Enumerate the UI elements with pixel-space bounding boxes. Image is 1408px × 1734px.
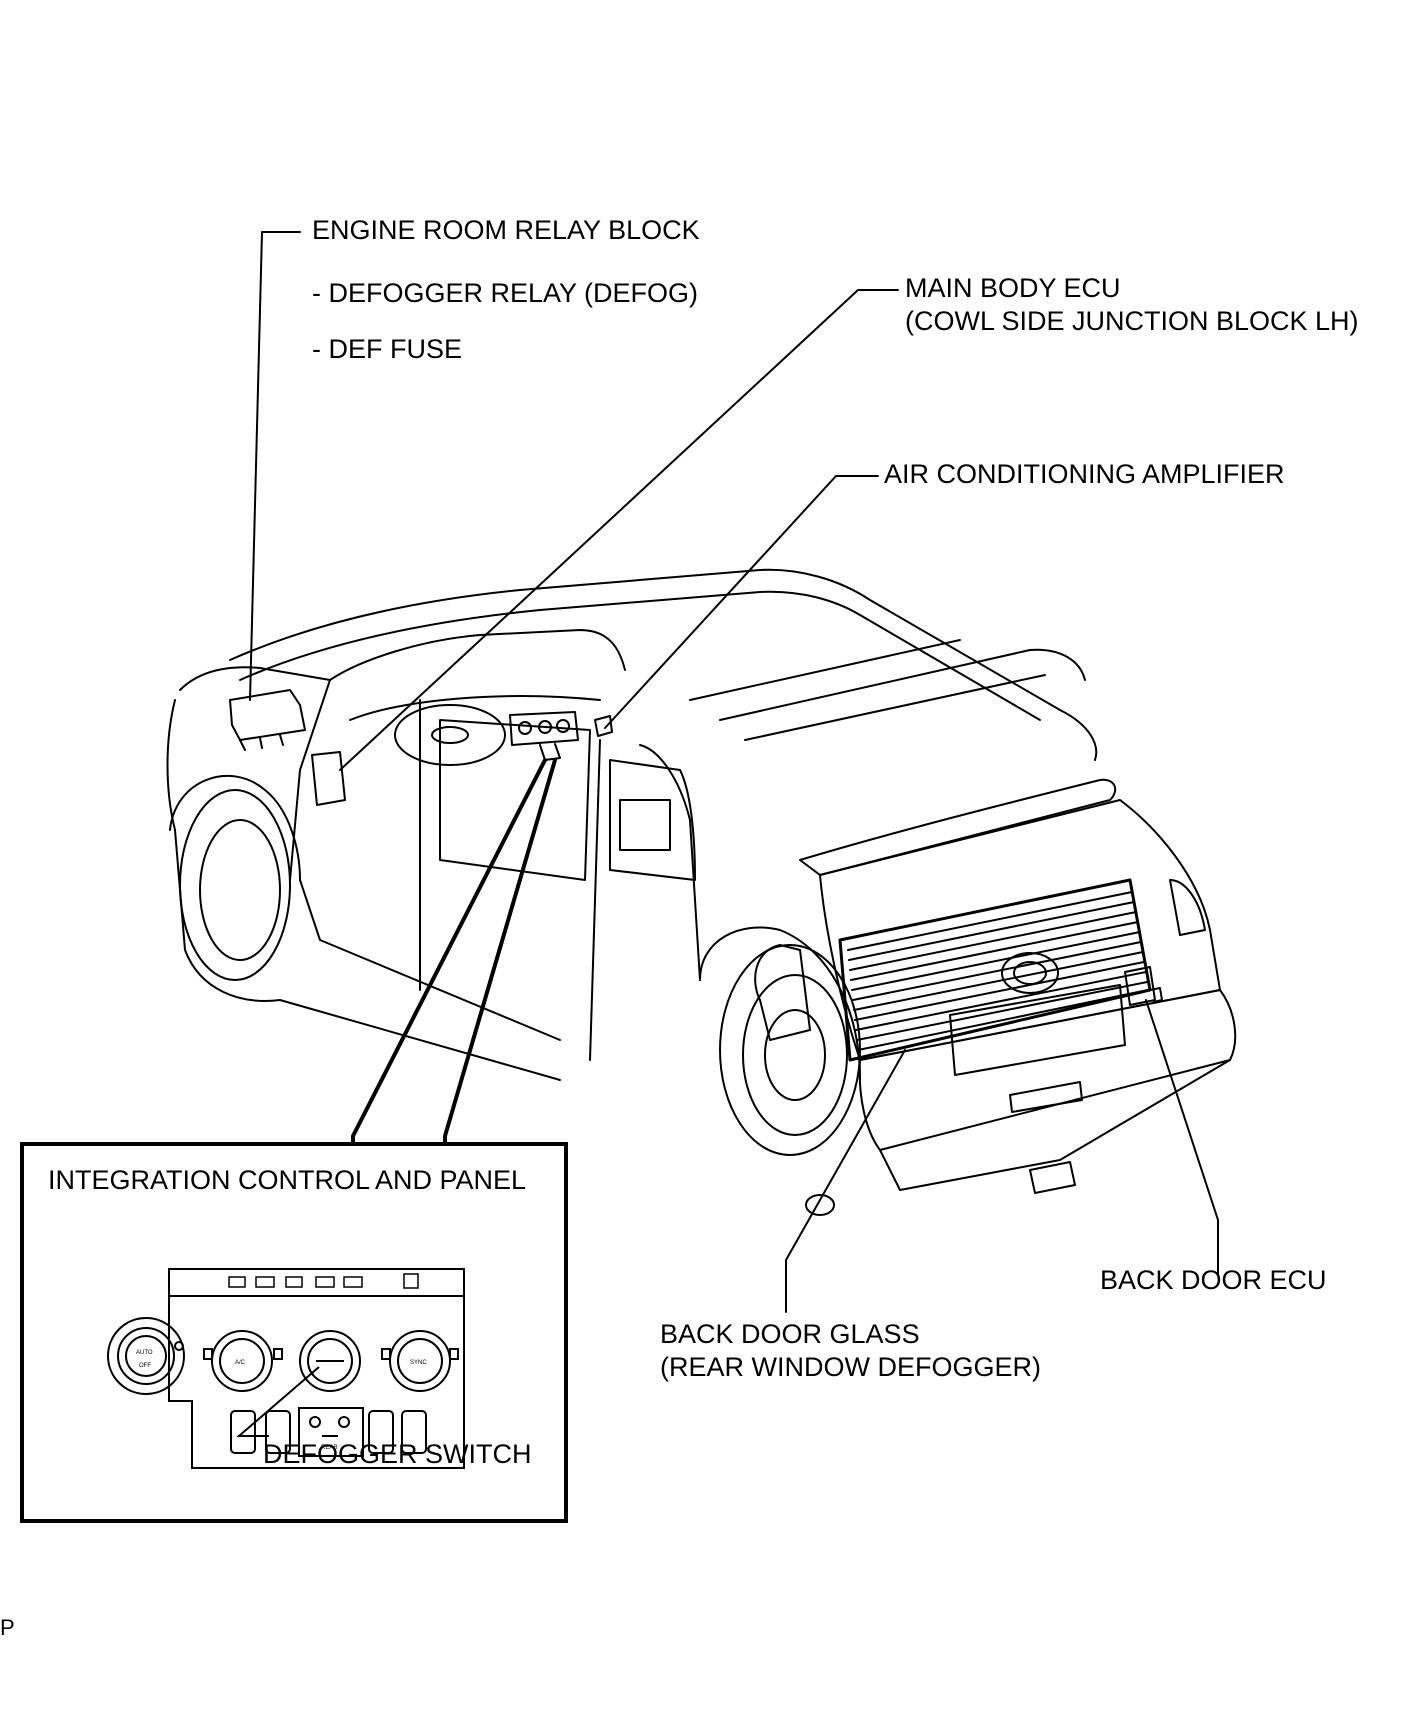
engine-room-relay-block-label: ENGINE ROOM RELAY BLOCK xyxy=(312,215,700,245)
integration-panel-title: INTEGRATION CONTROL AND PANEL xyxy=(48,1165,527,1195)
mode-knob xyxy=(299,1330,361,1392)
def-fuse-label: - DEF FUSE xyxy=(312,334,463,364)
ac-knob xyxy=(203,1330,283,1392)
auto-label: AUTO xyxy=(136,1350,153,1356)
back-door-glass-label: BACK DOOR GLASS xyxy=(660,1319,920,1349)
leader-panel-left xyxy=(351,758,547,1146)
figure-code: P xyxy=(0,1615,15,1640)
ac-amplifier-component xyxy=(594,715,613,737)
auto-off-knob xyxy=(107,1317,185,1395)
display-indicators xyxy=(228,1273,419,1289)
back-door-ecu-label: BACK DOOR ECU xyxy=(1100,1265,1327,1295)
bottom-buttons xyxy=(230,1407,427,1457)
integration-panel-inset: AUTO OFF A/C REAR SYNC INTEGRATION CONTR… xyxy=(20,1142,568,1523)
defogger-relay-label: - DEFOGGER RELAY (DEFOG) xyxy=(312,278,699,308)
cowl-side-junction-label: (COWL SIDE JUNCTION BLOCK LH) xyxy=(905,306,1359,336)
ac-label: A/C xyxy=(235,1360,246,1366)
vehicle-body xyxy=(166,568,1237,1216)
leader-defogger-switch xyxy=(236,1366,320,1437)
leader-main-body-ecu xyxy=(339,289,899,771)
leader-engine-room-relay xyxy=(249,231,301,701)
leader-back-door-glass xyxy=(785,1049,906,1313)
defogger-switch-label: DEFOGGER SWITCH xyxy=(263,1439,532,1469)
sync-label: SYNC xyxy=(410,1360,427,1366)
leader-ac-amplifier xyxy=(604,475,879,729)
leader-panel-right xyxy=(443,758,557,1146)
air-conditioning-amplifier-label: AIR CONDITIONING AMPLIFIER xyxy=(884,459,1285,489)
main-body-ecu-label: MAIN BODY ECU xyxy=(905,273,1121,303)
leader-back-door-ecu xyxy=(1145,999,1219,1275)
off-label: OFF xyxy=(139,1363,151,1369)
rear-label: REAR xyxy=(321,1445,338,1451)
main-body-ecu-component xyxy=(311,751,346,806)
rear-window-defogger-label: (REAR WINDOW DEFOGGER) xyxy=(660,1352,1041,1382)
back-door-ecu-component xyxy=(1124,966,1163,1006)
dash-panel-component xyxy=(509,711,579,761)
sync-knob xyxy=(381,1330,459,1392)
engine-room-relay-block-component xyxy=(229,689,306,751)
integration-panel-drawing: AUTO OFF A/C REAR SYNC xyxy=(107,1268,465,1469)
leader-lines xyxy=(249,231,1219,1313)
